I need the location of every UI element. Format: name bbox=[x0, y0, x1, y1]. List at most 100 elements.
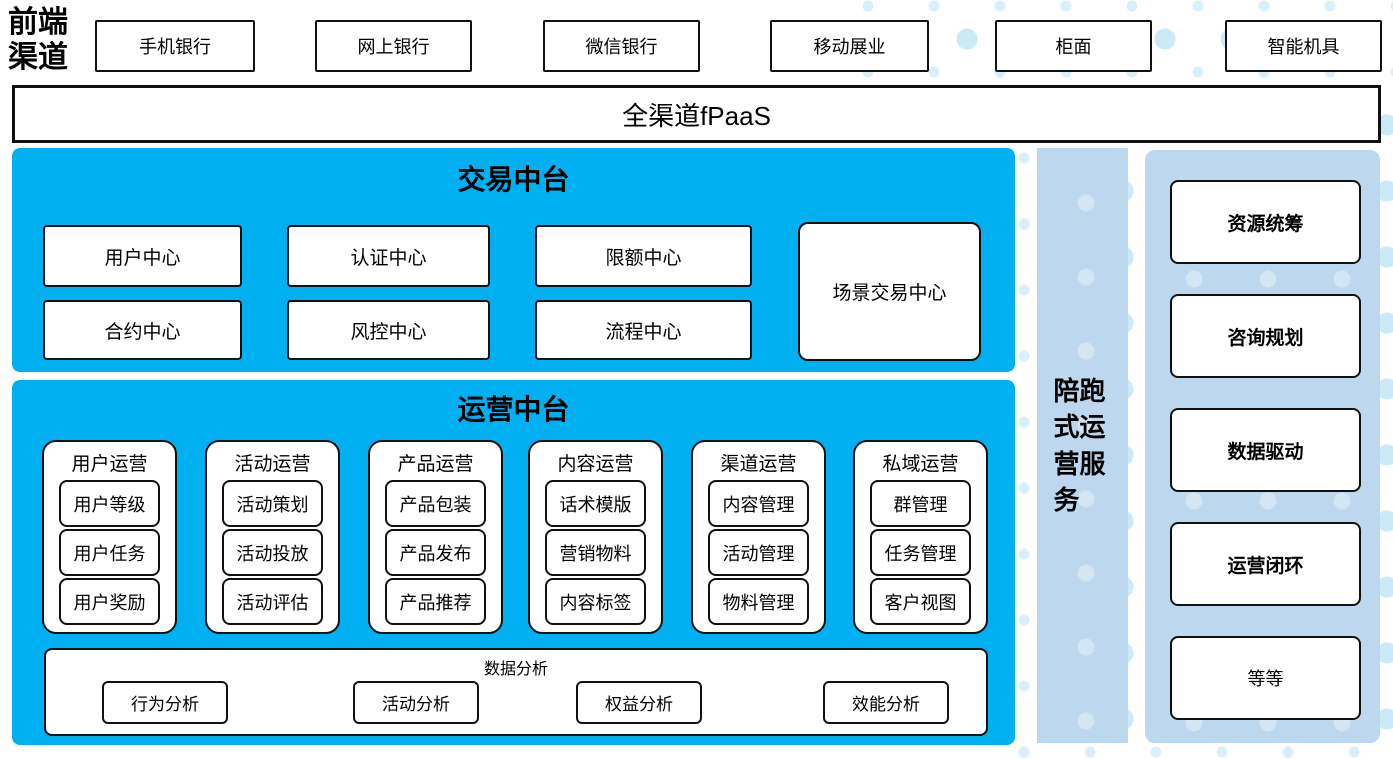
analytics-item: 权益分析 bbox=[576, 681, 702, 724]
group-item: 活动策划 bbox=[222, 480, 323, 527]
service-box-etc: 等等 bbox=[1170, 636, 1361, 720]
group-item: 客户视图 bbox=[870, 578, 971, 625]
ops-group-product: 产品运营 产品包装 产品发布 产品推荐 bbox=[368, 440, 503, 634]
service-label: 等等 bbox=[1247, 669, 1284, 689]
group-item-label: 内容标签 bbox=[559, 592, 632, 613]
ops-group-channel: 渠道运营 内容管理 活动管理 物料管理 bbox=[691, 440, 826, 634]
analytics-item-label: 行为分析 bbox=[131, 695, 199, 714]
ops-group-activity: 活动运营 活动策划 活动投放 活动评估 bbox=[205, 440, 340, 634]
service-box-data-driven: 数据驱动 bbox=[1170, 408, 1361, 492]
group-item: 群管理 bbox=[870, 480, 971, 527]
accompanying-service-label: 陪跑式运营服务 bbox=[1053, 375, 1106, 515]
center-box-user: 用户中心 bbox=[43, 225, 242, 287]
group-item-label: 客户视图 bbox=[884, 592, 957, 613]
group-item: 产品包装 bbox=[385, 480, 486, 527]
channel-label: 手机银行 bbox=[139, 37, 211, 57]
analytics-item: 活动分析 bbox=[353, 681, 479, 724]
center-label: 合约中心 bbox=[104, 321, 181, 343]
analytics-item: 效能分析 bbox=[823, 681, 949, 724]
group-item: 产品推荐 bbox=[385, 578, 486, 625]
center-label: 认证中心 bbox=[350, 247, 427, 269]
group-item-label: 营销物料 bbox=[559, 543, 632, 564]
ops-group-user: 用户运营 用户等级 用户任务 用户奖励 bbox=[42, 440, 177, 634]
center-label: 用户中心 bbox=[104, 247, 181, 269]
group-item-label: 用户等级 bbox=[73, 494, 146, 515]
channel-box-wechat-banking: 微信银行 bbox=[543, 20, 700, 72]
group-item-label: 产品发布 bbox=[399, 543, 472, 564]
service-label: 运营闭环 bbox=[1227, 555, 1304, 577]
analytics-item-label: 效能分析 bbox=[852, 695, 920, 714]
group-item-label: 活动管理 bbox=[722, 543, 795, 564]
group-item: 用户等级 bbox=[59, 480, 160, 527]
ops-group-content: 内容运营 话术模版 营销物料 内容标签 bbox=[528, 440, 663, 634]
group-item: 任务管理 bbox=[870, 529, 971, 576]
group-title: 产品运营 bbox=[397, 454, 474, 475]
channel-label: 智能机具 bbox=[1267, 37, 1340, 57]
group-item-label: 活动评估 bbox=[236, 592, 309, 613]
channel-box-online-banking: 网上银行 bbox=[315, 20, 472, 72]
group-item-label: 产品推荐 bbox=[399, 592, 472, 613]
center-label: 风控中心 bbox=[350, 321, 427, 343]
center-box-risk: 风控中心 bbox=[287, 300, 490, 360]
group-item: 营销物料 bbox=[545, 529, 646, 576]
channel-label: 移动展业 bbox=[813, 37, 886, 57]
center-label: 限额中心 bbox=[605, 247, 682, 269]
channel-box-mobile-sales: 移动展业 bbox=[770, 20, 929, 72]
center-box-scene-trade: 场景交易中心 bbox=[798, 222, 981, 361]
group-item-label: 内容管理 bbox=[722, 494, 795, 515]
service-label: 资源统筹 bbox=[1227, 213, 1304, 235]
service-box-consulting: 咨询规划 bbox=[1170, 294, 1361, 378]
center-box-contract: 合约中心 bbox=[43, 300, 242, 360]
analytics-item-label: 权益分析 bbox=[605, 695, 673, 714]
group-item: 活动投放 bbox=[222, 529, 323, 576]
group-item: 活动评估 bbox=[222, 578, 323, 625]
group-title: 用户运营 bbox=[71, 454, 148, 475]
ops-platform-title: 运营中台 bbox=[457, 395, 570, 426]
center-box-auth: 认证中心 bbox=[287, 225, 490, 287]
group-item: 用户任务 bbox=[59, 529, 160, 576]
group-item-label: 物料管理 bbox=[722, 592, 795, 613]
service-label: 咨询规划 bbox=[1227, 327, 1304, 349]
center-label: 流程中心 bbox=[605, 321, 682, 343]
group-item-label: 活动投放 bbox=[236, 543, 309, 564]
group-item-label: 用户奖励 bbox=[73, 592, 146, 613]
service-box-ops-loop: 运营闭环 bbox=[1170, 522, 1361, 606]
service-box-resource: 资源统筹 bbox=[1170, 180, 1361, 264]
channel-box-mobile-banking: 手机银行 bbox=[95, 20, 255, 72]
service-label: 数据驱动 bbox=[1227, 441, 1304, 463]
group-item-label: 产品包装 bbox=[399, 494, 472, 515]
fpaas-bar: 全渠道fPaaS bbox=[12, 85, 1381, 143]
channel-box-counter: 柜面 bbox=[995, 20, 1152, 72]
channel-label: 柜面 bbox=[1055, 37, 1092, 57]
group-item: 物料管理 bbox=[708, 578, 809, 625]
front-channels-label: 前端渠道 bbox=[8, 6, 68, 74]
group-item: 话术模版 bbox=[545, 480, 646, 527]
channel-box-smart-devices: 智能机具 bbox=[1225, 20, 1382, 72]
center-box-limit: 限额中心 bbox=[535, 225, 752, 287]
group-title: 私域运营 bbox=[882, 454, 959, 475]
fpaas-label: 全渠道fPaaS bbox=[622, 100, 771, 131]
data-analytics-title: 数据分析 bbox=[483, 661, 548, 678]
ops-platform-block: 运营中台 用户运营 用户等级 用户任务 用户奖励 活动运营 活动策划 活动投放 … bbox=[12, 380, 1015, 745]
center-box-process: 流程中心 bbox=[535, 300, 752, 360]
group-item: 用户奖励 bbox=[59, 578, 160, 625]
group-item-label: 活动策划 bbox=[236, 494, 309, 515]
trade-platform-title: 交易中台 bbox=[457, 165, 570, 196]
analytics-item: 行为分析 bbox=[102, 681, 228, 724]
group-title: 内容运营 bbox=[557, 454, 634, 475]
group-item-label: 群管理 bbox=[893, 494, 948, 515]
center-label: 场景交易中心 bbox=[832, 283, 947, 304]
channel-label: 网上银行 bbox=[357, 37, 430, 57]
ops-group-private-domain: 私域运营 群管理 任务管理 客户视图 bbox=[853, 440, 988, 634]
group-item: 产品发布 bbox=[385, 529, 486, 576]
group-item: 内容标签 bbox=[545, 578, 646, 625]
analytics-item-label: 活动分析 bbox=[382, 695, 450, 714]
group-title: 活动运营 bbox=[234, 454, 311, 475]
group-item-label: 任务管理 bbox=[884, 543, 957, 564]
service-panel: 资源统筹 咨询规划 数据驱动 运营闭环 等等 bbox=[1145, 150, 1380, 743]
group-item: 活动管理 bbox=[708, 529, 809, 576]
group-item-label: 话术模版 bbox=[559, 494, 632, 515]
channel-label: 微信银行 bbox=[585, 37, 658, 57]
trade-platform-block: 交易中台 用户中心 认证中心 限额中心 合约中心 风控中心 流程中心 场景交易中… bbox=[12, 148, 1015, 372]
